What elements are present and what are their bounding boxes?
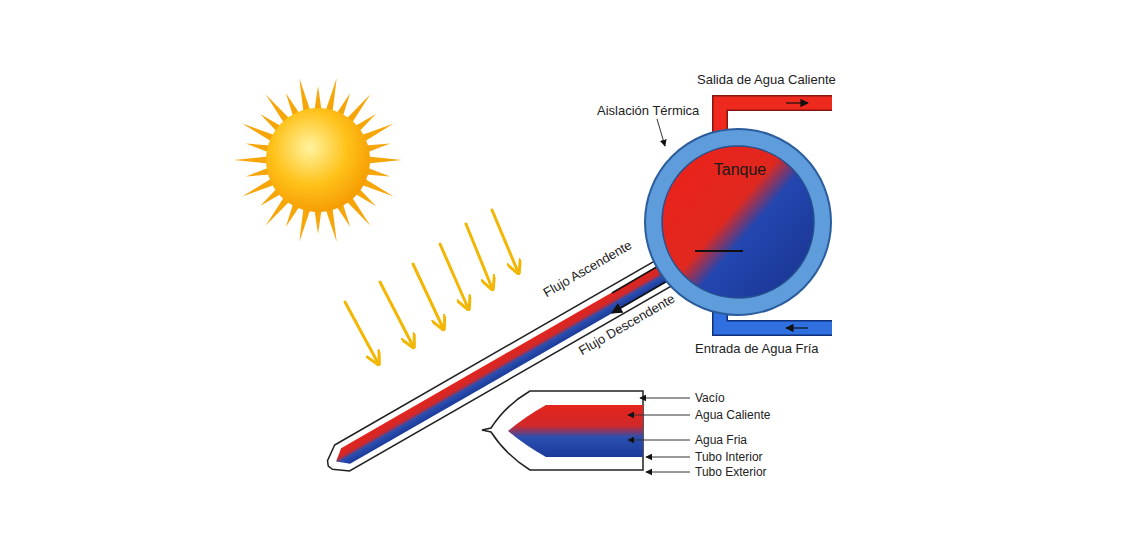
tube-mouth xyxy=(695,250,743,252)
part-label: Vacío xyxy=(695,391,725,405)
sun-ray xyxy=(234,157,268,164)
sun xyxy=(266,108,370,212)
inner-tube-section xyxy=(508,405,643,457)
flow-arrow xyxy=(786,327,808,328)
sun-ray xyxy=(326,78,337,112)
sun-ray xyxy=(266,197,290,226)
tube-section xyxy=(482,391,643,470)
evacuated-tube xyxy=(321,242,704,479)
sun-ray xyxy=(368,157,402,164)
outlet-label: Salida de Agua Caliente xyxy=(697,72,836,87)
tank: Tanque xyxy=(643,127,833,317)
inlet-label: Entrada de Agua Fría xyxy=(695,341,819,356)
sun-rays xyxy=(234,78,402,242)
sun-beams xyxy=(345,210,518,363)
part-label: Agua Fria xyxy=(695,433,747,447)
leader-line xyxy=(657,119,665,146)
sun-ray xyxy=(315,210,322,234)
sun-ray xyxy=(246,168,270,177)
part-label: Agua Caliente xyxy=(695,408,770,422)
sun-ray xyxy=(242,179,274,197)
sun-ray xyxy=(346,94,370,123)
sun-ray xyxy=(346,197,370,226)
tank-label: Tanque xyxy=(714,161,767,179)
sun-ray xyxy=(361,179,393,197)
tank-water xyxy=(662,146,814,298)
part-label: Tubo Interior xyxy=(695,450,763,464)
sun-ray xyxy=(266,94,290,123)
thermal-insulation xyxy=(645,129,831,315)
tank-shape xyxy=(643,127,833,317)
insulation-label: Aislación Térmica xyxy=(597,103,699,118)
leader-lines xyxy=(628,398,690,472)
sun-ray xyxy=(299,78,310,112)
sun-ray xyxy=(361,124,393,142)
flow-arrow xyxy=(786,102,808,103)
part-label: Tubo Exterior xyxy=(695,465,767,479)
sun-ray xyxy=(366,168,390,177)
sun-ray xyxy=(246,144,270,153)
sun-ray xyxy=(315,86,322,110)
sun-ray xyxy=(366,144,390,153)
sun-ray xyxy=(242,124,274,142)
sun-ray xyxy=(299,208,310,242)
sun-ray xyxy=(326,208,337,242)
